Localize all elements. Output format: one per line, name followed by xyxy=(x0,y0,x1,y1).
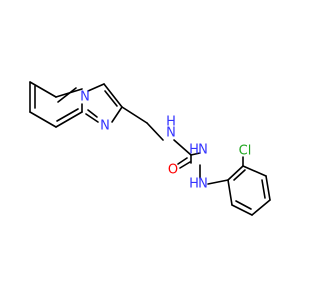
bond-single xyxy=(85,113,99,123)
atom-label-hydrogen: H xyxy=(166,115,176,130)
molecule-structure: N N N H H N O H N Cl xyxy=(0,0,300,300)
atom-label-nitrogen: N xyxy=(166,126,176,141)
bond-single xyxy=(227,165,244,181)
atom-label-nitrogen: N xyxy=(198,177,208,192)
bond-single xyxy=(103,83,123,108)
bond-single xyxy=(227,179,233,206)
bond-double-inner xyxy=(233,169,246,181)
bond-double xyxy=(179,161,191,169)
bond-double xyxy=(177,157,188,165)
bond-double-inner xyxy=(57,87,77,103)
bond-single xyxy=(190,152,201,156)
bond-single xyxy=(29,111,57,128)
bond-single xyxy=(29,81,57,98)
bond-double-inner xyxy=(261,179,266,199)
bond-single xyxy=(251,199,271,216)
bond-single xyxy=(231,204,253,216)
bond-single xyxy=(173,139,192,156)
atom-label-hydrogen: H xyxy=(189,177,199,192)
bond-single xyxy=(146,122,164,141)
bond-single xyxy=(87,83,105,92)
atom-label-nitrogen: N xyxy=(100,119,110,134)
bond-layer xyxy=(29,81,271,216)
canvas-background xyxy=(0,0,300,300)
atom-label-hydrogen: H xyxy=(189,143,199,158)
atom-label-oxygen: O xyxy=(168,163,178,178)
atom-label-nitrogen: N xyxy=(198,143,208,158)
bond-single xyxy=(55,111,83,128)
bond-double-inner xyxy=(56,108,79,122)
bond-double-inner xyxy=(235,200,252,210)
bond-single xyxy=(265,175,271,201)
bond-single xyxy=(207,179,229,185)
bond-single xyxy=(242,165,267,177)
bond-double-inner xyxy=(104,90,118,107)
bond-double-inner xyxy=(87,109,98,118)
bond-single xyxy=(121,106,148,124)
atom-label-layer: N N N H H N O H N Cl xyxy=(80,90,251,192)
atom-label-nitrogen: N xyxy=(80,90,90,105)
atom-label-chlorine: Cl xyxy=(239,144,252,159)
bond-single xyxy=(111,106,123,123)
